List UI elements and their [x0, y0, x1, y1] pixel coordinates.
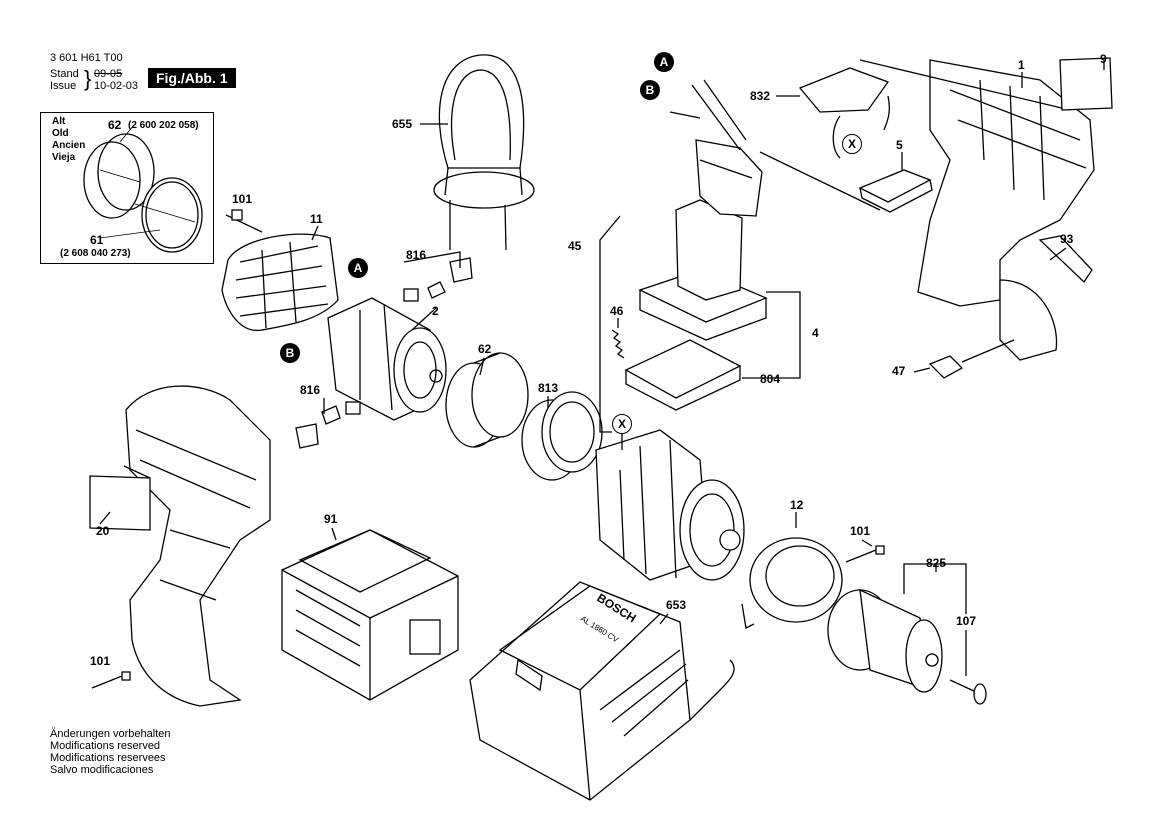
- old-part-62-number: (2 600 202 058): [128, 120, 199, 131]
- part-813-label: 813: [538, 381, 559, 395]
- brush-set-upper-drawing: [403, 251, 473, 302]
- stand-label: Stand: [50, 68, 79, 80]
- chuck-825-drawing: [827, 588, 943, 693]
- stand-value: 09-05: [94, 68, 123, 80]
- gear-ring-813-drawing: [521, 391, 603, 481]
- motor-cover-drawing: [221, 233, 339, 331]
- part-816-lower-label: 816: [300, 383, 321, 397]
- old-ring-62-drawing: [83, 133, 155, 219]
- part-101-upper-label: 101: [232, 192, 253, 206]
- part-101-mid-label: 101: [850, 524, 871, 538]
- switch-assembly-drawing: [638, 79, 768, 341]
- lang-en: Old: [52, 128, 69, 139]
- part-9-label: 9: [1100, 52, 1107, 66]
- marker-b-top: B: [640, 80, 660, 100]
- screw-101-left-drawing: [91, 671, 131, 689]
- marker-a-motor: A: [348, 258, 368, 278]
- motor-drawing: [327, 297, 447, 421]
- brush-set-lower-drawing: [295, 398, 361, 449]
- screw-101-mid-drawing: [845, 545, 885, 563]
- part-1-label: 1: [1018, 58, 1025, 72]
- part-101-lower-label: 101: [90, 654, 111, 668]
- part-47-drawing: [928, 339, 1015, 379]
- screw-107-drawing: [949, 679, 987, 705]
- part-11-label: 11: [310, 212, 323, 226]
- part-825-label: 825: [926, 556, 947, 570]
- lang-de: Alt: [52, 116, 66, 127]
- part-47-label: 47: [892, 364, 906, 378]
- part-45-label: 45: [568, 239, 582, 253]
- issue-value: 10-02-03: [94, 80, 139, 92]
- part-20-label: 20: [96, 524, 110, 538]
- label-9-drawing: [1059, 57, 1113, 111]
- spring-46-drawing: [611, 329, 625, 359]
- part-2-label: 2: [432, 304, 439, 318]
- footer-line-fr: Modifications reservees: [50, 752, 166, 764]
- part-46-label: 46: [610, 304, 624, 318]
- lang-es: Vieja: [52, 152, 76, 163]
- marker-x-switch: X: [842, 134, 862, 154]
- label-20-drawing: [89, 475, 151, 531]
- footer-notes: Änderungen vorbehalten Modifications res…: [50, 728, 170, 776]
- issue-label: Issue: [50, 80, 77, 92]
- old-part-61-label: 61: [90, 233, 104, 247]
- switch-cover-832-drawing: [798, 67, 890, 159]
- contact-plate-804-drawing: [624, 339, 742, 411]
- housing-half-left-drawing: [125, 385, 271, 707]
- bit-93-drawing: [1038, 235, 1093, 284]
- old-parts-box: [40, 112, 214, 264]
- part-653-label: 653: [666, 598, 687, 612]
- footer-line-de: Änderungen vorbehalten: [50, 728, 171, 740]
- part-62-label: 62: [478, 342, 492, 356]
- switch-slide-5-drawing: [858, 169, 933, 213]
- part-107-label: 107: [956, 614, 977, 628]
- part-5-label: 5: [896, 138, 903, 152]
- battery-pack-drawing: [281, 529, 459, 701]
- part-816-upper-label: 816: [406, 248, 427, 262]
- part-93-label: 93: [1060, 232, 1074, 246]
- gearbox-drawing: [595, 429, 745, 581]
- part-91-label: 91: [324, 512, 338, 526]
- old-part-61-number: (2 608 040 273): [60, 248, 131, 259]
- part-804-label: 804: [760, 372, 781, 386]
- part-4-label: 4: [812, 326, 819, 340]
- marker-a-top: A: [654, 52, 674, 72]
- marker-b-motor: B: [280, 343, 300, 363]
- footer-line-en: Modifications reserved: [50, 740, 161, 752]
- brace-icon: }: [84, 66, 92, 91]
- charger-drawing: [469, 581, 735, 801]
- marker-x-gearbox: X: [612, 414, 632, 434]
- figure-badge: Fig./Abb. 1: [148, 68, 236, 88]
- chuck-holder-12-drawing: [741, 537, 843, 629]
- old-part-62-label: 62: [108, 118, 122, 132]
- footer-line-es: Salvo modificaciones: [50, 764, 154, 776]
- old-parts-languages: Alt Old Ancien Vieja: [52, 116, 85, 164]
- belt-clip-drawing: [433, 54, 535, 251]
- ring-62-drawing: [445, 352, 529, 448]
- part-12-label: 12: [790, 498, 804, 512]
- part-832-label: 832: [750, 89, 771, 103]
- lang-fr: Ancien: [52, 140, 86, 151]
- part-655-label: 655: [392, 117, 413, 131]
- doc-number: 3 601 H61 T00: [50, 52, 123, 64]
